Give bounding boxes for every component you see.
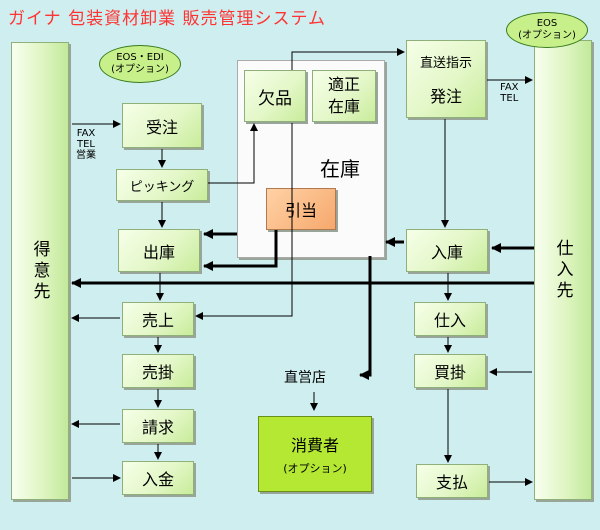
box-tekisei-zaiko: 適正在庫	[312, 70, 376, 122]
eos-option-badge: EOS (オプション)	[506, 12, 588, 48]
zaiko-label: 在庫	[320, 157, 360, 181]
box-keppin: 欠品	[244, 70, 306, 122]
box-nyuko: 入庫	[406, 229, 488, 272]
box-shukko: 出庫	[118, 229, 200, 272]
box-hikiate: 引当	[266, 188, 336, 230]
box-kaikake: 買掛	[414, 354, 486, 388]
supplier-label: 仕入先	[552, 238, 573, 302]
customer-box: 得意先	[11, 42, 69, 500]
supplier-box: 仕入先	[534, 40, 592, 500]
page-title: ガイナ 包装資材卸業 販売管理システム	[8, 9, 326, 29]
customer-label: 得意先	[29, 239, 50, 303]
box-seikyu: 請求	[122, 409, 194, 443]
box-picking: ピッキング	[116, 169, 208, 201]
chokueiten-label: 直営店	[284, 370, 326, 386]
eos-edi-option-badge: EOS・EDI (オプション)	[99, 45, 181, 83]
box-shohisha: 消費者 (オプション)	[258, 416, 372, 492]
box-shiharai: 支払	[416, 464, 488, 498]
box-juchu: 受注	[122, 103, 202, 148]
box-urikake: 売掛	[122, 354, 194, 388]
box-chokuso-hacchu: 直送指示 発注	[406, 40, 486, 118]
box-nyukin: 入金	[122, 461, 194, 495]
box-uriage: 売上	[122, 302, 194, 336]
box-shiire: 仕入	[414, 302, 486, 336]
